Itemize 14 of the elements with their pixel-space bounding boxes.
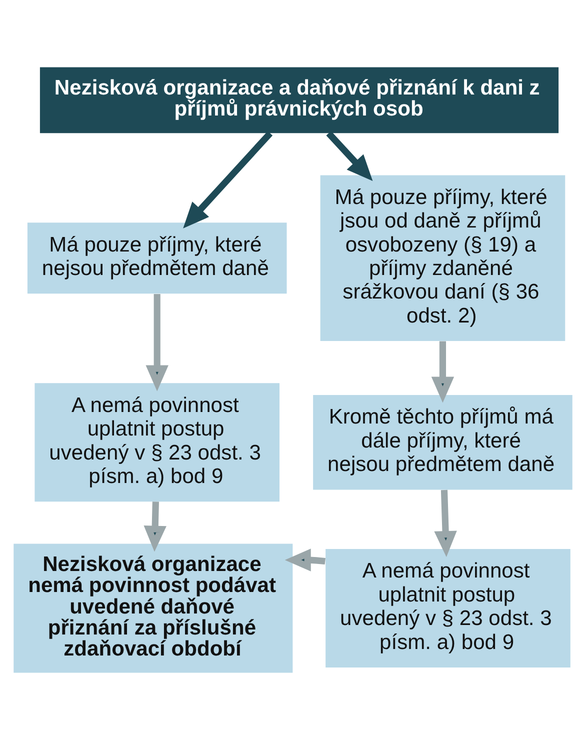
node-box: A nemá povinnost uplatnit postup uvedený v § 23 odst. 3 písm. a) bod 9	[326, 549, 570, 668]
node-box: Nezisková organizace nemá povinnost podávat uvedené daňové přiznání za příslušné zdaňovací období	[14, 544, 293, 673]
node-box: Má pouze příjmy, které nejsou předmětem daně	[27, 222, 287, 294]
arrow	[434, 490, 457, 558]
node-box: Nezisková organizace a daňové přiznání k dani z příjmů právnických osob	[40, 67, 559, 134]
arrow	[284, 548, 326, 572]
node-box: Kromě těchto příjmů má dále příjmy, které nejsou předmětem daně	[313, 395, 572, 490]
arrow	[183, 131, 273, 228]
node-box: A nemá povinnost uplatnit postup uvedený v § 23 odst. 3 písm. a) bod 9	[34, 383, 280, 502]
arrow	[144, 502, 166, 552]
arrow	[326, 131, 373, 181]
node-box: Má pouze příjmy, které jsou od daně z příjmů osvobozeny (§ 19) a příjmy zdaněné srážkovou daní (§ 36 odst. 2)	[320, 175, 566, 342]
arrow	[431, 341, 454, 403]
arrow	[146, 294, 168, 392]
